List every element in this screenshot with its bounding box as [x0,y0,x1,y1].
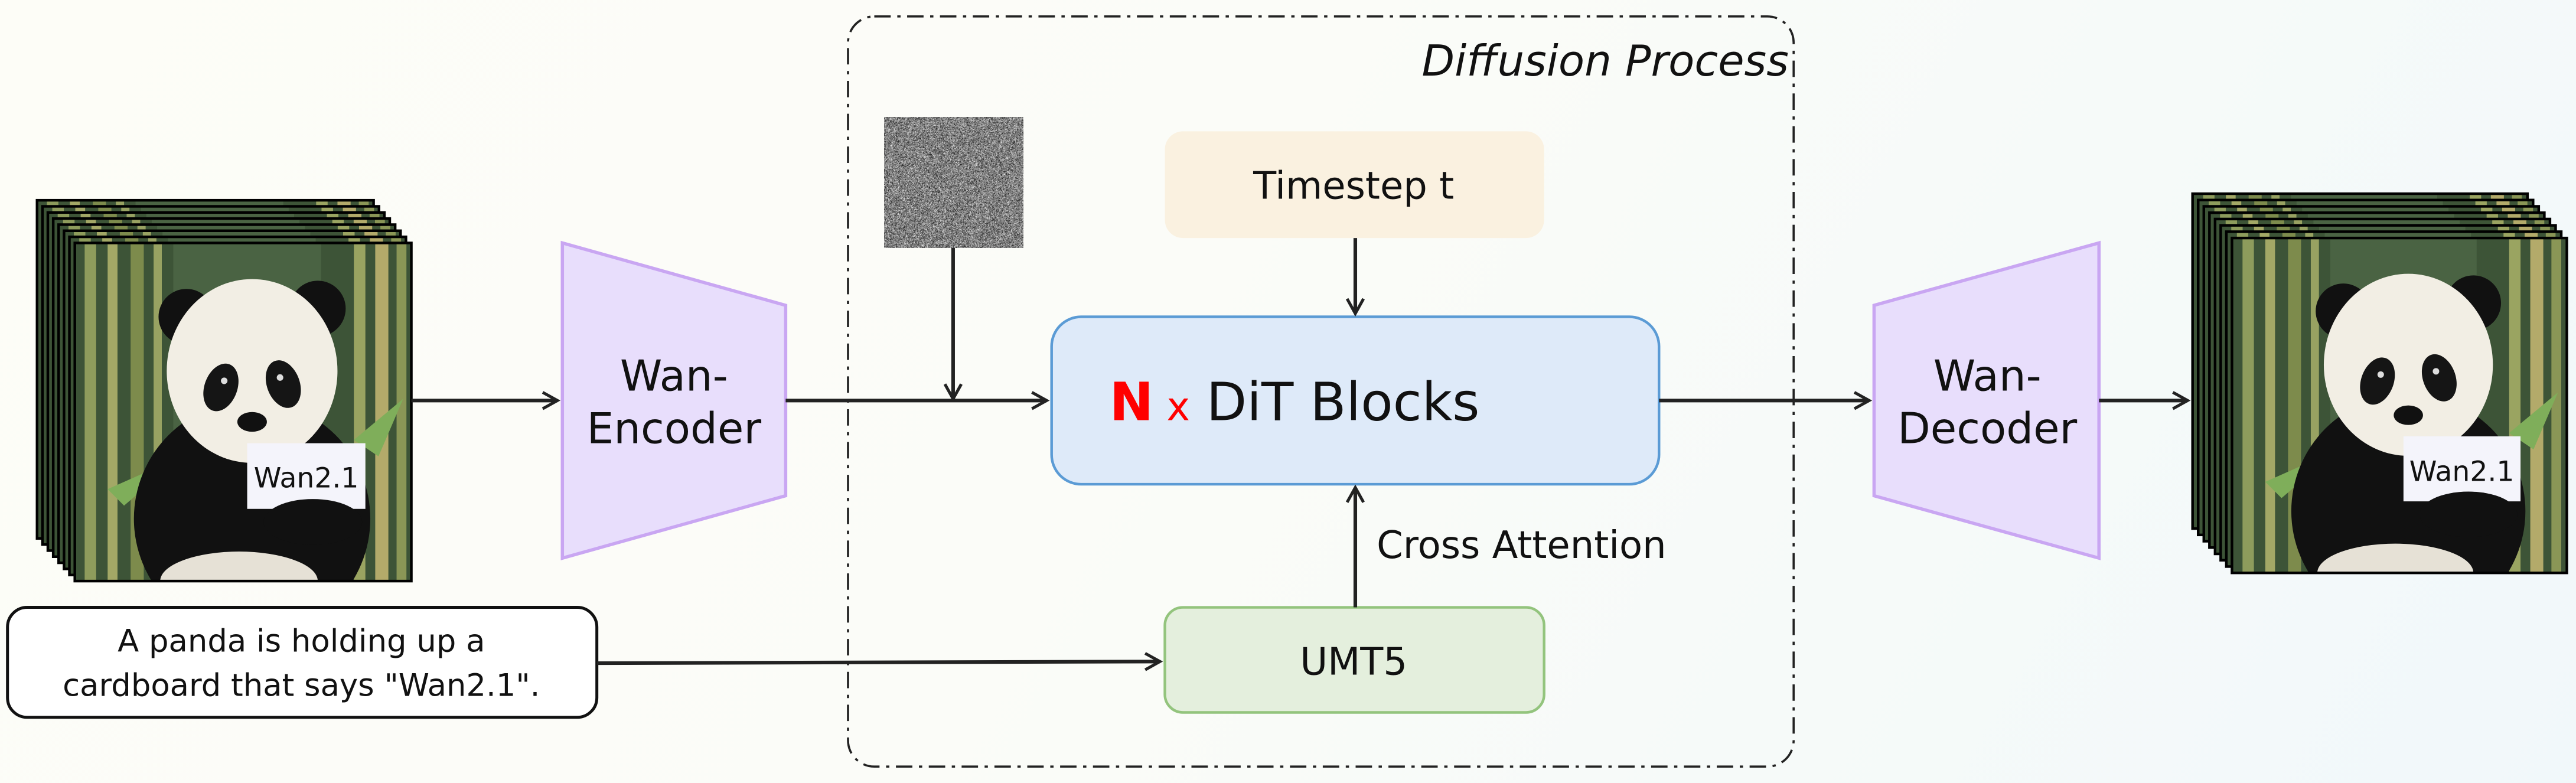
input-video-frames [37,200,412,637]
output-sign-text: Wan2.1 [2409,456,2515,488]
umt5-label: UMT5 [1300,641,1407,684]
decoder-label-line2: Decoder [1897,404,2077,454]
encoder-label-line2: Encoder [587,404,762,454]
prompt-line1: A panda is holding up a [118,624,485,660]
decoder-label-line1: Wan- [1933,352,2042,402]
prompt-line2: cardboard that says "Wan2.1". [63,668,540,704]
video-frame [75,243,412,637]
video-frame [2233,238,2566,628]
input-sign-text: Wan2.1 [254,462,359,495]
dit-n: N [1110,371,1153,433]
gaussian-noise-image [884,117,1023,248]
timestep-label: Timestep t [1253,164,1454,208]
encoder-label-line1: Wan- [620,352,728,402]
dit-label: DiT Blocks [1207,371,1480,433]
cross-attention-label: Cross Attention [1377,524,1667,567]
arrow-prompt-to-umt5 [597,661,1160,663]
output-video-frames [2193,194,2567,628]
diffusion-process-label: Diffusion Process [1421,37,1788,86]
dit-x: x [1166,384,1189,430]
